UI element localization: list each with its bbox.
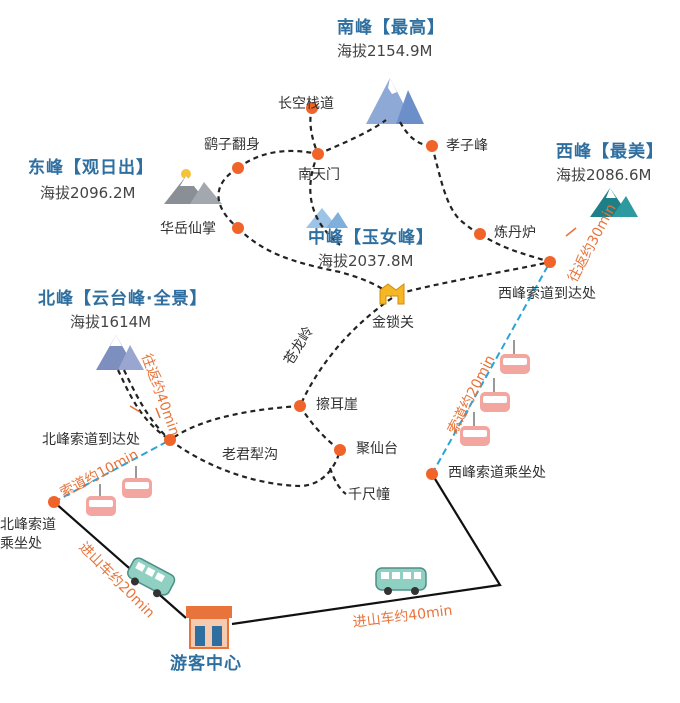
north-peak-altitude: 海拔1614M: [70, 313, 152, 331]
marker-xiaozi: [426, 140, 438, 152]
road-west: [231, 473, 502, 626]
west-cable-line: [431, 261, 551, 475]
label-changkong: 长空栈道: [278, 96, 334, 112]
trail-path: [123, 369, 171, 441]
south-peak-name: 南峰【最高】: [337, 18, 445, 38]
label-west-arrive: 西峰索道到达处: [498, 286, 596, 302]
north-peak-mountain-icon: [96, 335, 144, 370]
markers: [48, 102, 556, 508]
label-laojun: 老君犁沟: [222, 447, 278, 463]
cable-lines: [53, 261, 551, 503]
trail-path: [389, 260, 551, 298]
trail-path: [430, 145, 481, 236]
label-caer: 擦耳崖: [316, 397, 358, 413]
label-north-board: 北峰索道 乘坐处: [0, 517, 56, 552]
east-peak-name: 东峰【观日出】: [28, 158, 154, 178]
label-yaozi: 鹞子翻身: [204, 137, 260, 153]
trail-path: [217, 167, 239, 229]
label-juxian: 聚仙台: [356, 441, 398, 457]
marker-caer: [294, 400, 306, 412]
marker-north-board: [48, 496, 60, 508]
cable-car-icon: [480, 378, 510, 412]
label-huayue: 华岳仙掌: [160, 221, 216, 237]
north-peak-name: 北峰【云台峰·全景】: [38, 289, 208, 309]
trail-path: [479, 233, 551, 264]
trail-path: [237, 149, 319, 169]
middle-peak-name: 中峰【玉女峰】: [308, 228, 434, 248]
south-peak-altitude: 海拔2154.9M: [337, 42, 433, 60]
trail-path: [317, 119, 387, 156]
cable-car-icon: [122, 466, 152, 498]
south-peak-mountain-icon: [366, 78, 424, 124]
bus-icon: [127, 557, 176, 598]
bus-icon: [375, 567, 427, 595]
east-peak-altitude: 海拔2096.2M: [40, 184, 136, 202]
west-peak-name: 西峰【最美】: [556, 142, 664, 162]
middle-peak-altitude: 海拔2037.8M: [318, 252, 414, 270]
visitor-center-label: 游客中心: [170, 654, 242, 674]
trail-path: [328, 467, 347, 495]
marker-changkong: [306, 102, 318, 114]
label-north-arrive: 北峰索道到达处: [42, 432, 140, 448]
east-peak-mountain-icon: [164, 169, 222, 204]
marker-liandan: [474, 228, 486, 240]
trail-path: [169, 404, 301, 441]
label-qianchi: 千尺幢: [348, 487, 390, 503]
marker-yaozi: [232, 162, 244, 174]
label-xiaozi: 孝子峰: [446, 138, 488, 154]
direction-arrows: [129, 227, 577, 419]
marker-west-arrive: [544, 256, 556, 268]
trail-path: [309, 153, 341, 246]
west-peak-altitude: 海拔2086.6M: [556, 166, 652, 184]
trail-path: [298, 297, 393, 407]
west-peak-mountain-icon: [590, 188, 638, 217]
marker-huayue: [232, 222, 244, 234]
marker-nantianmen: [312, 148, 324, 160]
trail-path: [309, 107, 320, 155]
road-north: [53, 501, 187, 619]
cable-car-icon: [500, 340, 530, 374]
label-west-board: 西峰索道乘坐处: [448, 465, 546, 481]
label-jinsuo: 金锁关: [372, 315, 414, 331]
marker-west-board: [426, 468, 438, 480]
middle-peak-mountain-icon: [306, 208, 348, 228]
label-liandan: 炼丹炉: [494, 225, 536, 241]
cable-car-icon: [460, 412, 490, 446]
gate-icon: [379, 283, 405, 305]
marker-north-arrive: [164, 434, 176, 446]
label-nantianmen: 南天门: [298, 167, 340, 183]
cable-car-icon: [86, 484, 116, 516]
visitor-center-icon: [186, 606, 232, 649]
bus-roads: [53, 473, 502, 626]
marker-juxian: [334, 444, 346, 456]
